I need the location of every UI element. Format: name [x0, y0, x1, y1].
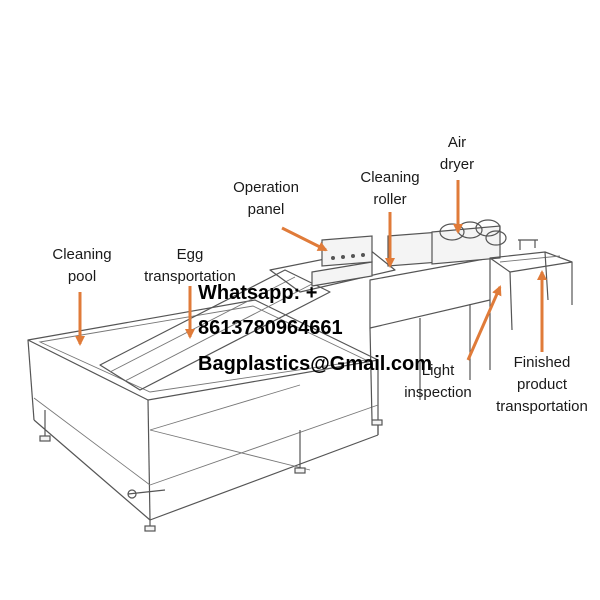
label-air-dryer: Air dryer	[439, 134, 475, 173]
operation-panel-box	[311, 235, 373, 287]
label-finished-product-transportation: Finished product transportation	[496, 354, 588, 415]
air-dryer-unit	[431, 219, 507, 265]
watermark-phone: 8613780964661	[198, 317, 343, 339]
support-legs	[39, 410, 383, 532]
watermark-email: Bagplastics@Gmail.com	[198, 353, 433, 375]
arrow-light-inspection	[466, 285, 502, 361]
label-operation-panel: Operation panel	[233, 179, 299, 218]
label-egg-transportation: Egg transportation	[144, 246, 236, 285]
watermark-whatsapp: Whatsapp: +	[198, 282, 318, 304]
label-cleaning-roller: Cleaning roller	[360, 169, 420, 208]
label-light-inspection: Light inspection	[404, 362, 472, 401]
finished-product-conveyor	[489, 239, 573, 331]
cleaning-pool-tank	[27, 299, 379, 521]
arrow-operation-panel	[281, 226, 328, 252]
cleaning-roller-housing	[369, 231, 491, 421]
label-cleaning-pool: Cleaning pool	[52, 246, 112, 285]
